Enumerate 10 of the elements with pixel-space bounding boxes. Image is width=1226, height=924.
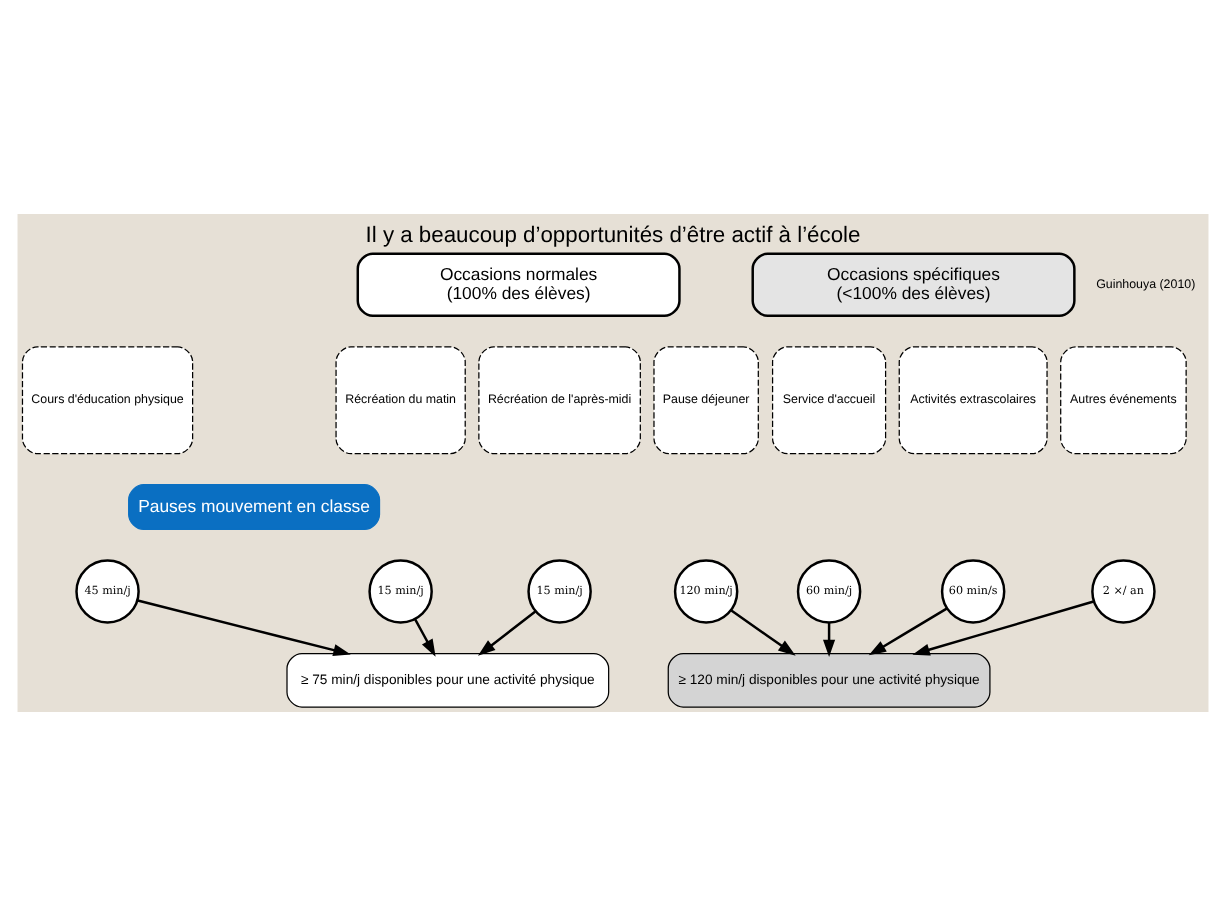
diagram-title: Il y a beaucoup d’opportunités d’être actif à l’école: [365, 222, 861, 247]
arrow: [912, 599, 1094, 655]
node-box: Occasions normales (100% des élèves): [356, 251, 681, 317]
arrow: [413, 617, 436, 656]
arrow: [137, 598, 351, 656]
arrow: [868, 606, 948, 655]
arrow: [730, 608, 796, 655]
node-box: Occasions spécifiques (<100% des élèves): [751, 251, 1076, 317]
node-box: Pauses mouvement en classe: [128, 483, 381, 530]
arrow: [477, 609, 537, 655]
